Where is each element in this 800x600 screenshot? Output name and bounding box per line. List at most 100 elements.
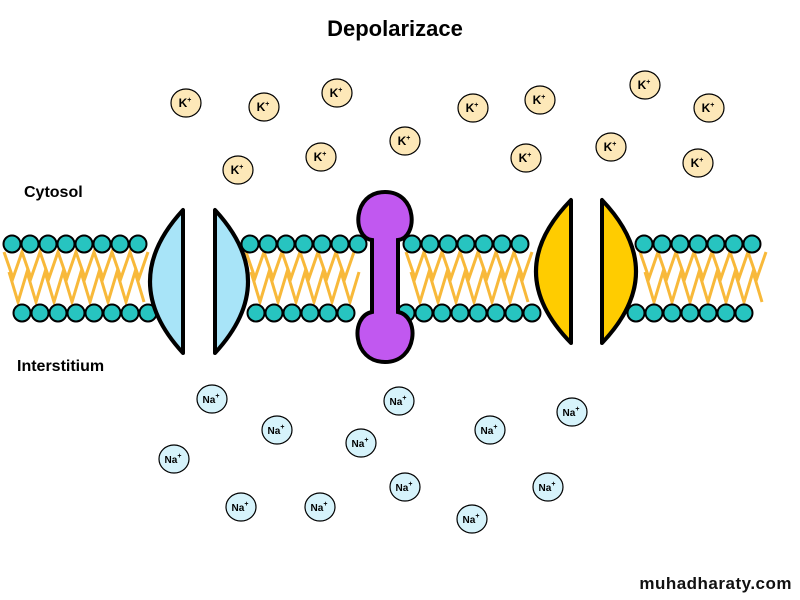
- lipid-tail: [249, 266, 361, 308]
- lipid-head: [110, 234, 130, 254]
- ion-circle: [532, 472, 564, 502]
- ion-label: Na+: [539, 481, 556, 494]
- lipid-head: [84, 303, 104, 323]
- potassium-ion: K+: [248, 92, 280, 122]
- lipid-head: [438, 234, 458, 254]
- sodium-ion: Na+: [389, 472, 421, 502]
- ion-circle: [170, 88, 202, 118]
- lipid-head: [456, 234, 476, 254]
- sodium-ion: Na+: [456, 504, 488, 534]
- sodium-ion: Na+: [196, 384, 228, 414]
- lipid-head: [468, 303, 488, 323]
- potassium-ion: K+: [321, 78, 353, 108]
- ion-circle: [305, 142, 337, 172]
- lipid-head: [92, 234, 112, 254]
- potassium-ion: K+: [510, 143, 542, 173]
- sodium-ion: Na+: [304, 492, 336, 522]
- lipid-head: [450, 303, 470, 323]
- ion-circle: [510, 143, 542, 173]
- lipid-head: [680, 303, 700, 323]
- lipid-head: [348, 234, 368, 254]
- potassium-ion: K+: [389, 126, 421, 156]
- potassium-channel-right: [600, 198, 638, 345]
- ion-circle: [556, 397, 588, 427]
- lipid-tail: [7, 266, 146, 308]
- lipid-head: [688, 234, 708, 254]
- ion-circle: [474, 415, 506, 445]
- lipid-head: [66, 303, 86, 323]
- lipid-head: [634, 234, 654, 254]
- ion-circle: [456, 504, 488, 534]
- potassium-ion: K+: [524, 85, 556, 115]
- lipid-head: [742, 234, 762, 254]
- ion-label: Na+: [232, 501, 249, 514]
- lipid-head: [312, 234, 332, 254]
- ion-circle: [248, 92, 280, 122]
- ion-label: Na+: [563, 406, 580, 419]
- membrane-protein: [355, 189, 415, 365]
- sodium-ion: Na+: [158, 444, 190, 474]
- lipid-head: [318, 303, 338, 323]
- sodium-ion: Na+: [532, 472, 564, 502]
- ion-circle: [595, 132, 627, 162]
- lipid-head: [492, 234, 512, 254]
- lipid-head: [706, 234, 726, 254]
- ion-circle: [693, 93, 725, 123]
- potassium-ion: K+: [682, 148, 714, 178]
- sodium-ion: Na+: [383, 386, 415, 416]
- diagram-title: Depolarizace: [327, 16, 463, 41]
- lipid-head: [734, 303, 754, 323]
- lipid-head: [522, 303, 542, 323]
- ion-label: Na+: [203, 393, 220, 406]
- lipid-tail: [409, 266, 530, 308]
- sodium-ion: Na+: [225, 492, 257, 522]
- ion-label: Na+: [311, 501, 328, 514]
- lipid-head: [662, 303, 682, 323]
- lipid-head: [264, 303, 284, 323]
- lipid-head: [330, 234, 350, 254]
- lipid-head: [102, 303, 122, 323]
- ion-circle: [222, 155, 254, 185]
- lipid-head: [474, 234, 494, 254]
- lipid-head: [504, 303, 524, 323]
- cytosol-label: Cytosol: [24, 184, 83, 201]
- lipid-head: [300, 303, 320, 323]
- ion-circle: [261, 415, 293, 445]
- lipid-tail: [638, 247, 768, 283]
- lipid-head: [626, 303, 646, 323]
- ion-label: Na+: [165, 453, 182, 466]
- sodium-ion: Na+: [261, 415, 293, 445]
- lipid-head: [414, 303, 434, 323]
- ion-label: Na+: [268, 424, 285, 437]
- ion-label: Na+: [390, 395, 407, 408]
- lipid-tail: [404, 247, 534, 283]
- lipid-head: [258, 234, 278, 254]
- ion-circle: [629, 70, 661, 100]
- ion-circle: [196, 384, 228, 414]
- ion-circle: [389, 472, 421, 502]
- ion-circle: [457, 93, 489, 123]
- lipid-head: [30, 303, 50, 323]
- ion-circle: [158, 444, 190, 474]
- lipid-head: [2, 234, 22, 254]
- lipid-head: [20, 234, 40, 254]
- ion-circle: [682, 148, 714, 178]
- lipid-head: [652, 234, 672, 254]
- lipid-head: [336, 303, 356, 323]
- sodium-channel-right: [213, 208, 250, 355]
- sodium-ion: Na+: [474, 415, 506, 445]
- watermark: muhadharaty.com: [639, 574, 792, 593]
- ion-circle: [524, 85, 556, 115]
- sodium-ion: Na+: [556, 397, 588, 427]
- lipid-head: [486, 303, 506, 323]
- ion-label: Na+: [352, 437, 369, 450]
- lipid-tail: [643, 266, 764, 308]
- lipid-head: [128, 234, 148, 254]
- ion-circle: [304, 492, 336, 522]
- lipid-tail: [244, 247, 356, 283]
- potassium-channel-left: [534, 198, 573, 345]
- ion-label: Na+: [463, 513, 480, 526]
- ion-circle: [383, 386, 415, 416]
- potassium-ion: K+: [222, 155, 254, 185]
